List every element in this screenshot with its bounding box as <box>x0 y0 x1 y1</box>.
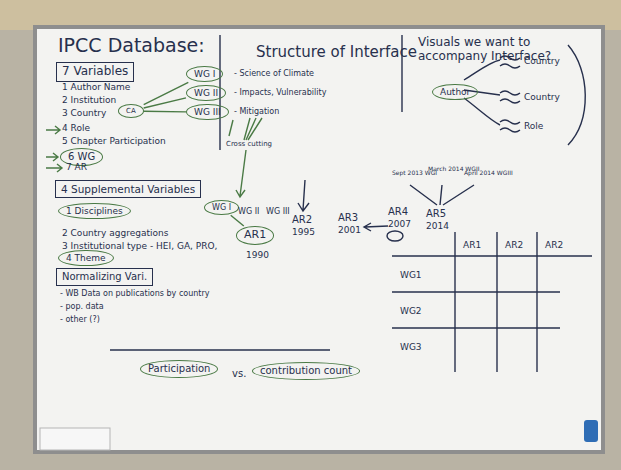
board-label: Role <box>524 121 543 131</box>
board-label: April 2014 WGIII <box>464 170 513 177</box>
board-title: IPCC Database: <box>58 34 205 56</box>
connector-line <box>144 98 186 108</box>
node-text: AR1 <box>244 229 266 242</box>
board-label: AR2 <box>505 240 523 250</box>
connector-line <box>231 215 244 226</box>
board-label: 1990 <box>246 250 269 260</box>
node-text: 7 Variables <box>62 65 128 79</box>
board-label: Visuals we want to accompany Interface? <box>418 36 598 64</box>
node-text: CA <box>126 107 136 115</box>
board-label: AR1 <box>463 240 481 250</box>
board-label: 2 Country aggregations <box>62 228 168 238</box>
node-text: 1 Disciplines <box>66 206 123 216</box>
contribution-circle: contribution count <box>252 362 360 380</box>
board-label: AR5 <box>426 208 446 220</box>
board-label: - pop. data <box>60 302 104 311</box>
normalizing-box: Normalizing Vari. <box>56 268 153 286</box>
participation-circle: Participation <box>140 360 218 378</box>
board-label: Cross cutting <box>226 140 272 148</box>
board-label: 3 Country <box>62 108 106 118</box>
node-text: WG II <box>194 88 218 98</box>
board-label: AR2 <box>292 214 312 226</box>
board-label: Structure of Interface <box>256 44 417 61</box>
board-label: vs. <box>232 368 246 380</box>
node-text: WG III <box>194 107 221 117</box>
connector-line <box>144 82 189 104</box>
connector-line <box>144 111 186 113</box>
node-text: WG I <box>212 203 231 212</box>
board-label: - WB Data on publications by country <box>60 289 209 298</box>
board-label: WG2 <box>400 306 422 316</box>
ar-circle: AR1 <box>236 226 274 245</box>
board-label: WG3 <box>400 342 422 352</box>
board-label: 1 Author Name <box>62 82 130 92</box>
supplemental-box: 4 Supplemental Variables <box>55 180 201 198</box>
board-label: 2001 <box>338 225 361 235</box>
node-text: Participation <box>148 363 210 375</box>
board-label: 2007 <box>388 219 411 229</box>
board-label: AR2 <box>545 240 563 250</box>
node-text: 4 Theme <box>66 253 106 263</box>
board-label: 3 Institutional type - HEI, GA, PRO, <box>62 241 217 251</box>
board-label: 1995 <box>292 227 315 237</box>
node-text: 6 WG <box>68 151 95 163</box>
board-label: WG III <box>266 207 290 216</box>
board-label: Country <box>524 56 560 66</box>
board-label: 7 AR <box>66 162 87 172</box>
board-label: Country <box>524 92 560 102</box>
board-label: WG II <box>238 207 259 216</box>
node-text: 4 Supplemental Variables <box>61 183 195 195</box>
board-label: 5 Chapter Participation <box>62 136 166 146</box>
board-label: 2014 <box>426 221 449 231</box>
node-text: Author <box>440 87 470 97</box>
board-label: - Science of Climate <box>234 69 314 78</box>
board-label: - other (?) <box>60 315 100 324</box>
board-label: AR4 <box>388 206 408 218</box>
ca-circle: CA <box>118 104 144 118</box>
node-text: Normalizing Vari. <box>62 271 147 283</box>
board-label: AR3 <box>338 212 358 224</box>
board-label: - Mitigation <box>234 107 279 116</box>
variables-box: 7 Variables <box>56 62 134 82</box>
node-text: WG I <box>194 69 215 79</box>
board-label: WG1 <box>400 270 422 280</box>
board-label: - Impacts, Vulnerability <box>234 88 326 97</box>
board-label: 2 Institution <box>62 95 116 105</box>
board-label: 4 Role <box>62 123 90 133</box>
node-text: contribution count <box>260 365 352 377</box>
